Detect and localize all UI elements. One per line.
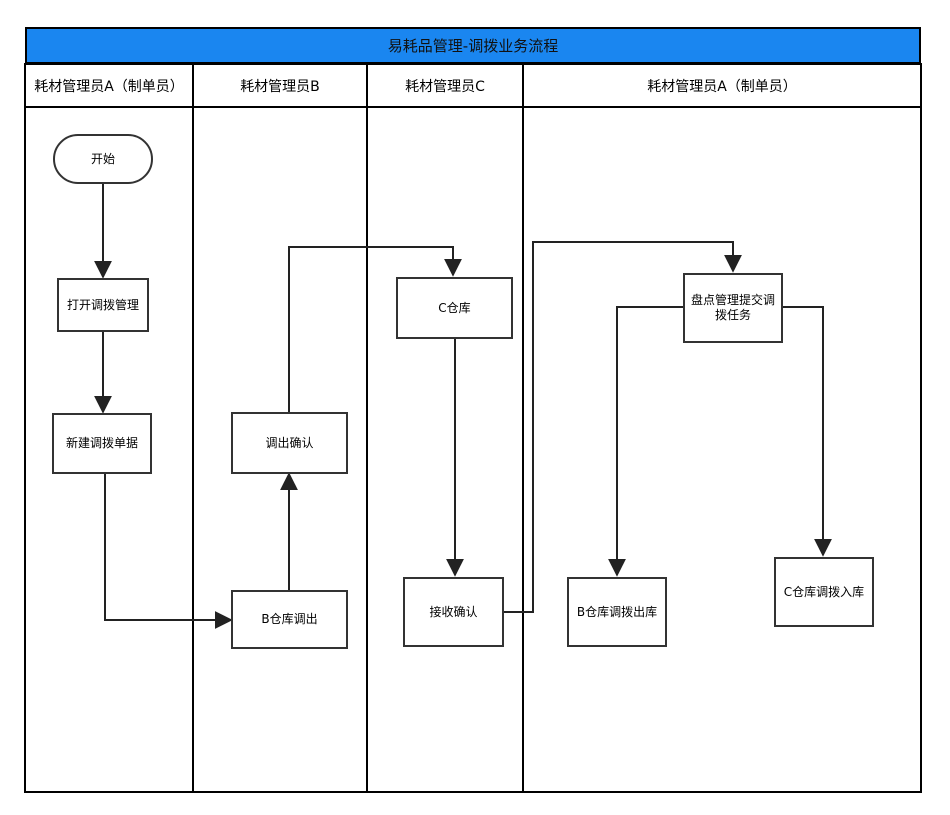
arrow-new-to-b-out <box>104 474 233 629</box>
c-warehouse-node: C仓库 <box>396 277 513 339</box>
lane-header-admin-c: 耗材管理员C <box>405 78 485 95</box>
c-transfer-in-node: C仓库调拨入库 <box>774 557 874 627</box>
start-node: 开始 <box>53 134 153 184</box>
confirm-out-node: 调出确认 <box>231 412 348 474</box>
b-transfer-out-node: B仓库调拨出库 <box>567 577 667 647</box>
lane-header-admin-b: 耗材管理员B <box>240 78 320 95</box>
open-transfer-node: 打开调拨管理 <box>57 278 149 332</box>
lane-header-admin-a-right: 耗材管理员A（制单员） <box>647 78 797 95</box>
new-transfer-doc-node: 新建调拨单据 <box>52 413 152 474</box>
arrow-confirm-to-c-warehouse <box>288 246 462 412</box>
diagram-title: 易耗品管理-调拨业务流程 <box>25 27 921 64</box>
b-warehouse-out-node: B仓库调出 <box>231 590 348 649</box>
arrow-submit-to-c-transfer-in <box>783 306 832 557</box>
arrow-submit-to-b-transfer-out <box>608 306 683 577</box>
arrow-receive-to-submit-task <box>504 241 742 613</box>
submit-transfer-task-node: 盘点管理提交调拨任务 <box>683 273 783 343</box>
confirm-receive-node: 接收确认 <box>403 577 504 647</box>
lane-header-admin-a-left: 耗材管理员A（制单员） <box>34 78 184 95</box>
